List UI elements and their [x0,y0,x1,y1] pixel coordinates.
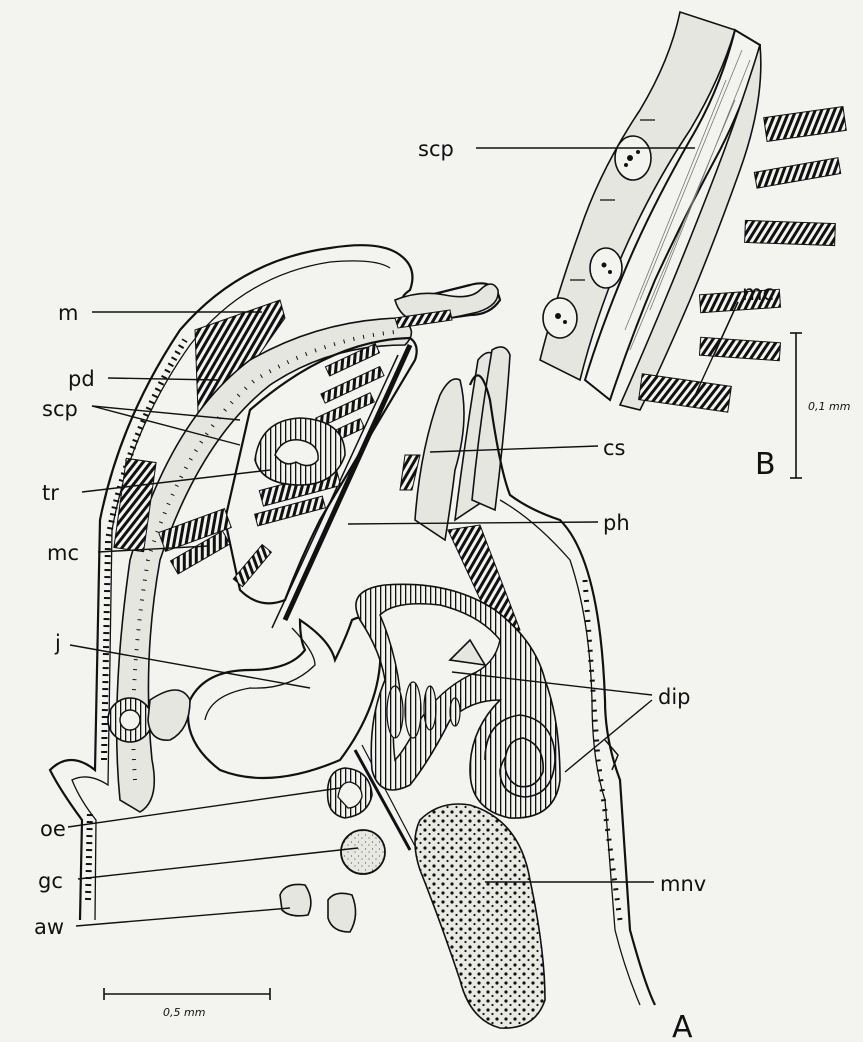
nucleus-2 [590,248,622,288]
label-mc-b: mc [742,281,774,305]
scale-bar-b: 0,1 mm [790,333,850,478]
label-j: j [54,631,61,655]
label-mnv: mnv [660,872,706,896]
panel-b-drawing [540,12,846,412]
right-wall-band [585,580,620,920]
label-oe: oe [40,817,66,841]
scale-bar-a: 0,5 mm [104,988,270,1019]
gland-cluster-left [148,690,190,740]
jaw-lobe [188,618,381,779]
panel-label-b: B [755,447,776,482]
label-cs: cs [603,436,626,460]
label-scp-b: scp [418,137,454,161]
fragment-aw-1 [280,884,311,915]
panel-label-a: A [672,1010,693,1042]
gland-mnv [415,804,545,1028]
label-aw: aw [34,915,64,939]
ganglion-gc [341,830,385,874]
label-pd: pd [68,367,95,391]
label-ph: ph [603,511,630,535]
label-mc-a: mc [47,541,79,565]
scale-label-b: 0,1 mm [808,400,850,413]
label-dip: dip [658,685,691,709]
label-gc: gc [38,869,63,893]
label-tr: tr [42,481,59,505]
muscle-cs-small [400,455,420,490]
scale-label-a: 0,5 mm [163,1006,205,1019]
fragment-aw-2 [328,893,356,932]
label-scp-a: scp [42,397,78,421]
label-m: m [58,301,78,325]
